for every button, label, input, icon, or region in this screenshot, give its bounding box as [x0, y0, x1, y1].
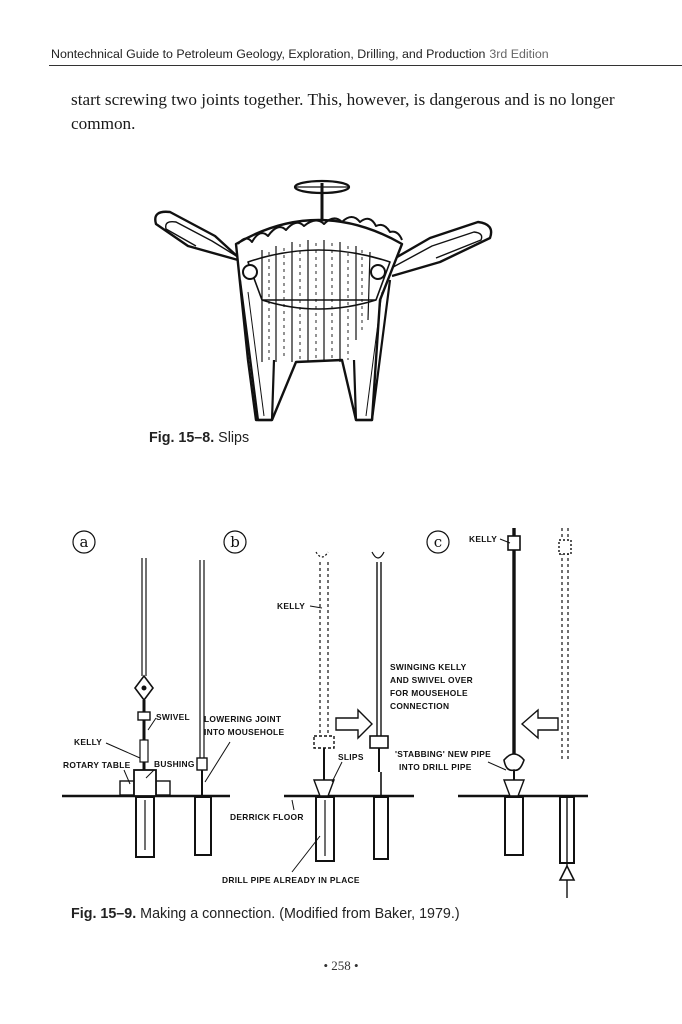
label-drill-pipe: DRILL PIPE ALREADY IN PLACE: [222, 875, 360, 885]
figure-15-9-text: Making a connection. (Modified from Bake…: [140, 906, 460, 922]
figure-15-9-label: Fig. 15–9.: [71, 906, 137, 922]
label-swinging-2: AND SWIVEL OVER: [390, 675, 473, 685]
label-slips: SLIPS: [338, 752, 364, 762]
panel-c-marker: c: [426, 530, 450, 554]
connection-diagram-labels: KELLY SWIVEL ROTARY TABLE BUSHING LOWERI…: [63, 534, 497, 885]
label-bushing: BUSHING: [154, 759, 195, 769]
panel-b-letter: b: [230, 533, 240, 551]
label-swivel: SWIVEL: [156, 712, 190, 722]
label-swinging-3: FOR MOUSEHOLE: [390, 688, 468, 698]
label-lowering-1: LOWERING JOINT: [204, 714, 282, 724]
label-kelly-b: KELLY: [277, 601, 305, 611]
figure-15-8-text: Slips: [218, 430, 250, 446]
book-title: Nontechnical Guide to Petroleum Geology,…: [51, 47, 486, 61]
edition-label: 3rd Edition: [489, 47, 549, 61]
body-paragraph: start screwing two joints together. This…: [71, 90, 615, 133]
slips-illustration: [154, 179, 493, 422]
figure-15-8-label: Fig. 15–8.: [149, 430, 215, 446]
panel-a-marker: a: [72, 530, 96, 554]
label-stabbing-1: 'STABBING' NEW PIPE: [395, 749, 491, 759]
figure-15-8-caption: Fig. 15–8. Slips: [149, 430, 249, 446]
label-kelly-c: KELLY: [469, 534, 497, 544]
running-head: Nontechnical Guide to Petroleum Geology,…: [51, 47, 682, 61]
label-lowering-2: INTO MOUSEHOLE: [204, 727, 284, 737]
label-swinging-4: CONNECTION: [390, 701, 449, 711]
label-stabbing-2: INTO DRILL PIPE: [399, 762, 472, 772]
label-derrick-floor: DERRICK FLOOR: [230, 812, 304, 822]
label-kelly-a: KELLY: [74, 737, 102, 747]
figure-15-9-caption: Fig. 15–9. Making a connection. (Modifie…: [71, 906, 460, 922]
page-number: • 258 •: [323, 958, 359, 973]
panel-b-marker: b: [223, 530, 247, 554]
panel-c-letter: c: [434, 533, 442, 551]
connection-diagram: a b c: [62, 528, 588, 898]
label-swinging-1: SWINGING KELLY: [390, 662, 467, 672]
panel-a-letter: a: [80, 533, 89, 551]
header-rule: [49, 65, 682, 66]
label-rotary-table: ROTARY TABLE: [63, 760, 131, 770]
